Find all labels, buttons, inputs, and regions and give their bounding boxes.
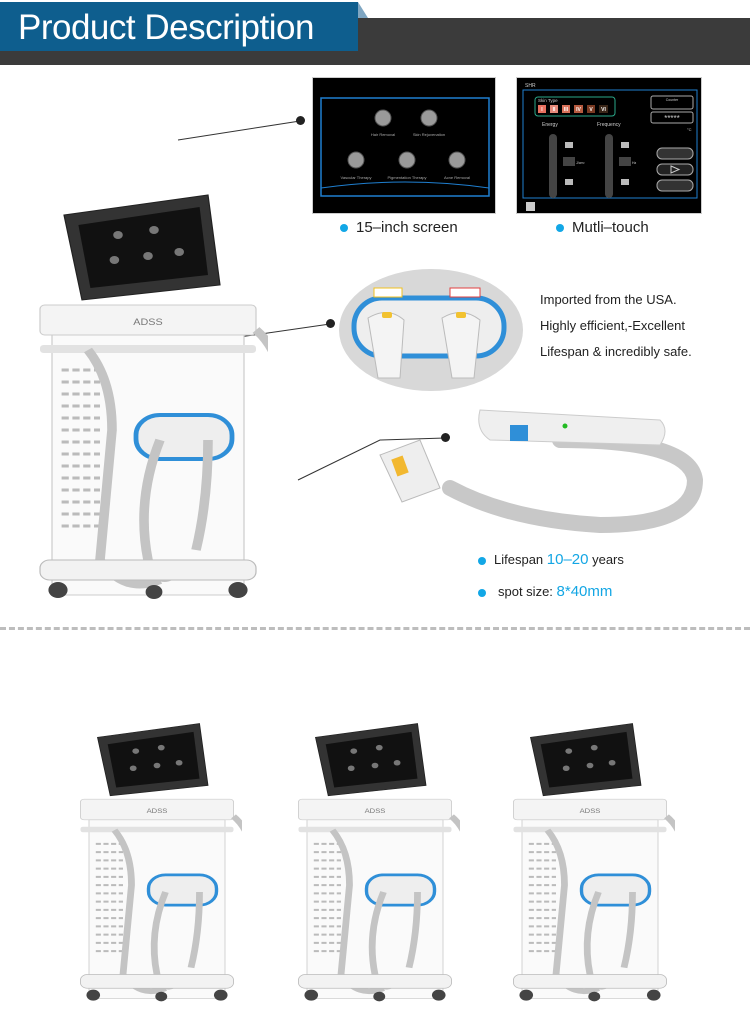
- skin-type-option[interactable]: II: [553, 107, 556, 113]
- machine-front-view: ADSS: [290, 672, 498, 1002]
- skin-type-option[interactable]: IV: [576, 107, 581, 113]
- caption-text: Mutli–touch: [572, 219, 649, 236]
- spec-value: 10–20: [546, 551, 589, 568]
- frequency-up-button[interactable]: [621, 142, 629, 148]
- bullet-icon: [340, 224, 348, 233]
- spec-label: Lifespan: [494, 552, 547, 567]
- treatment-menu-screen: Hair Removal Skin Rejuvenation Vascular …: [312, 77, 496, 214]
- spec-value: 8*40mm: [556, 583, 613, 600]
- skin-type-label: Skin Type: [538, 98, 558, 103]
- header-corner: [358, 2, 368, 18]
- frequency-label: Frequency: [597, 122, 621, 128]
- skin-type-buttons[interactable]: [538, 105, 608, 113]
- energy-label: Energy: [542, 122, 558, 128]
- skin-type-option[interactable]: VI: [601, 107, 606, 113]
- brand-label: ADSS: [133, 318, 163, 328]
- feature-text: Imported from the USA.: [540, 292, 677, 307]
- back-button[interactable]: [656, 179, 694, 192]
- vascular-therapy-icon[interactable]: [347, 151, 365, 169]
- energy-unit: J/cm²: [576, 161, 585, 165]
- lifespan-spec: Lifespan 10–20 years: [478, 551, 624, 568]
- mode-label: SHR: [525, 83, 536, 89]
- spec-label: spot size:: [498, 584, 557, 599]
- skin-type-option[interactable]: V: [589, 107, 593, 113]
- save-button[interactable]: [656, 147, 694, 160]
- machine-main-image: ADSS: [28, 120, 322, 600]
- brand-label: ADSS: [147, 808, 168, 814]
- menu-label: Pigmentation Therapy: [387, 175, 426, 180]
- features-list: Imported from the USA. Highly efficient,…: [540, 287, 692, 365]
- frequency-slider[interactable]: [605, 134, 613, 198]
- machine-right-view: ADSS: [505, 672, 713, 1002]
- bullet-icon: [556, 224, 564, 233]
- menu-label: Acne Removal: [444, 175, 470, 180]
- frequency-down-button[interactable]: [621, 179, 629, 185]
- screen-caption: Mutli–touch: [556, 219, 649, 236]
- energy-slider[interactable]: [549, 134, 557, 198]
- handle-closeup: [339, 269, 523, 391]
- play-icon: [670, 165, 681, 174]
- feature-text: Lifespan & incredibly safe.: [540, 344, 692, 359]
- page-title: Product Description: [0, 2, 358, 51]
- settings-gear-icon[interactable]: [526, 202, 535, 211]
- hair-removal-icon[interactable]: [374, 109, 392, 127]
- bullet-icon: [478, 556, 486, 565]
- section-divider: [0, 627, 750, 630]
- skin-type-option[interactable]: III: [564, 107, 569, 113]
- frequency-unit: Hz: [632, 161, 637, 165]
- callout-dot: [441, 433, 450, 442]
- callout-dot: [326, 319, 335, 328]
- spec-unit: years: [588, 552, 624, 567]
- brand-label: ADSS: [580, 808, 601, 814]
- play-button[interactable]: [656, 163, 694, 176]
- energy-down-button[interactable]: [565, 179, 573, 185]
- machine-left-view: ADSS: [72, 672, 280, 1002]
- screen-caption: 15–inch screen: [340, 219, 458, 236]
- callout-dot: [296, 116, 305, 125]
- pigmentation-therapy-icon[interactable]: [398, 151, 416, 169]
- spot-size-spec: spot size: 8*40mm: [478, 583, 612, 600]
- caption-text: 15–inch screen: [356, 219, 458, 236]
- handpiece-image: [379, 409, 704, 534]
- feature-text: Highly efficient,-Excellent: [540, 318, 685, 333]
- menu-label: Skin Rejuvenation: [413, 132, 445, 137]
- counter-label: Counter: [666, 98, 679, 102]
- menu-label: Vascular Therapy: [341, 175, 372, 180]
- energy-up-button[interactable]: [565, 142, 573, 148]
- settings-screen: SHR Skin Type I II III IV V VI Energy Fr…: [516, 77, 702, 214]
- skin-rejuvenation-icon[interactable]: [420, 109, 438, 127]
- brand-label: ADSS: [365, 808, 386, 814]
- acne-removal-icon[interactable]: [448, 151, 466, 169]
- counter-value: *****: [664, 114, 680, 123]
- skin-type-option[interactable]: I: [541, 107, 543, 113]
- bullet-icon: [478, 588, 486, 597]
- temperature-unit: °C: [687, 127, 692, 132]
- menu-label: Hair Removal: [371, 132, 395, 137]
